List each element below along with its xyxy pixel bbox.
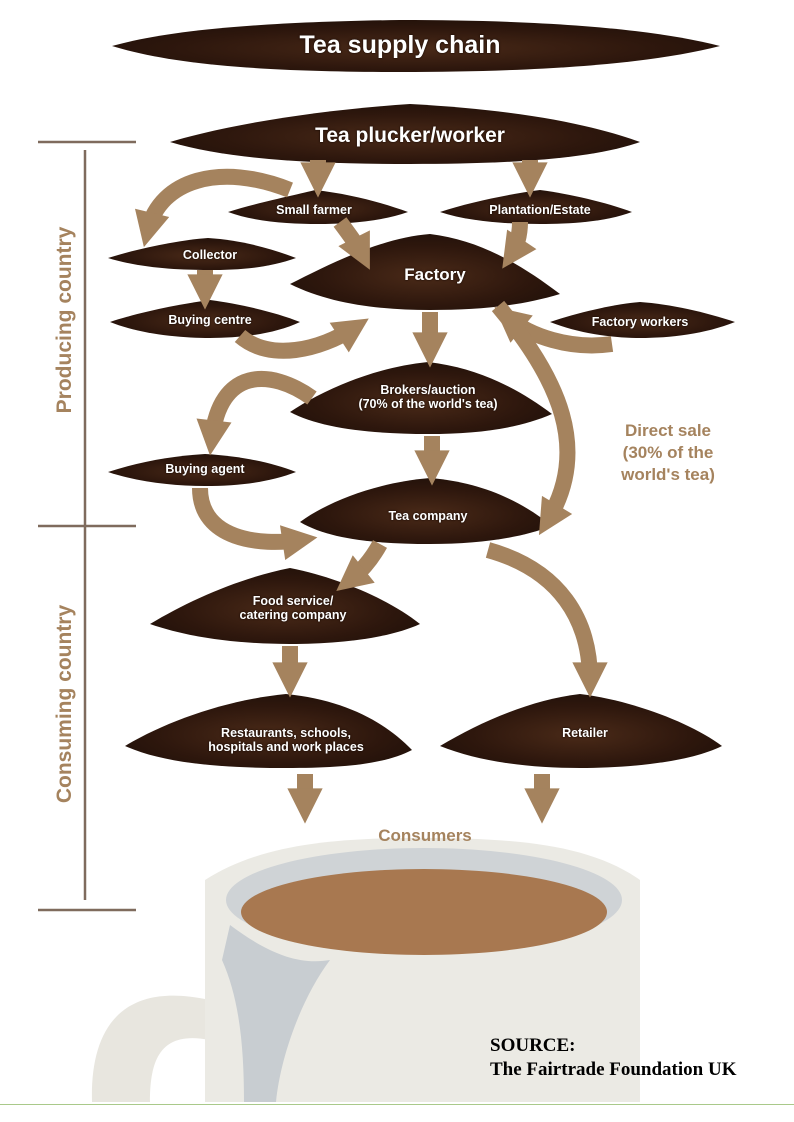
arrow-direct-sale — [491, 300, 576, 536]
flow-arrows — [135, 160, 614, 824]
heap-restaurants — [125, 694, 412, 768]
node-food-service: Food service/ catering company — [239, 594, 347, 623]
heap-tea-company — [300, 478, 552, 544]
node-restaurants: Restaurants, schools, hospitals and work… — [208, 726, 364, 755]
arrow-plantation-to-factory — [502, 221, 537, 269]
arrow-plucker-loop-to-collector — [135, 168, 293, 248]
diagram-title: Tea supply chain — [299, 31, 501, 59]
consumers-label: Consumers — [378, 826, 472, 845]
arrow-small-farmer-to-factory — [333, 217, 370, 270]
node-buying-agent: Buying agent — [165, 462, 245, 476]
source-name: The Fairtrade Foundation UK — [490, 1058, 737, 1080]
node-retailer: Retailer — [562, 726, 608, 740]
arrow-buying-centre-to-factory — [234, 318, 369, 359]
heap-plucker — [170, 104, 640, 164]
producing-country-label: Producing country — [53, 226, 76, 414]
consuming-country-label: Consuming country — [53, 604, 76, 804]
node-buying-centre: Buying centre — [168, 313, 252, 327]
node-brokers-note: (70% of the world's tea) — [358, 397, 498, 412]
heap-plantation — [440, 190, 632, 224]
direct-sale-label: Direct sale (30% of the world's tea) — [621, 421, 715, 485]
heap-buying-agent — [108, 454, 296, 486]
heap-factory-workers — [550, 302, 735, 338]
node-tea-company: Tea company — [388, 509, 468, 523]
heap-small-farmer — [228, 190, 408, 224]
node-factory: Factory — [404, 265, 466, 284]
node-small-farmer: Small farmer — [276, 203, 352, 217]
node-collector: Collector — [182, 248, 238, 262]
heap-buying-centre — [110, 300, 300, 338]
node-factory-workers: Factory workers — [591, 315, 689, 329]
bottom-divider — [0, 1104, 794, 1105]
node-tea-plucker: Tea plucker/worker — [315, 124, 505, 147]
tea-heaps — [108, 20, 735, 768]
tea-mug — [91, 838, 640, 1102]
side-brackets — [38, 140, 136, 912]
source-heading: SOURCE: — [490, 1035, 576, 1056]
arrow-brokers-loop-to-buying-agent — [196, 371, 317, 456]
node-brokers-title: Brokers/auction — [380, 383, 476, 397]
heap-retailer — [440, 694, 722, 768]
arrow-tea-company-to-food-service — [336, 540, 387, 591]
node-plantation: Plantation/Estate — [489, 203, 591, 217]
source-credit: SOURCE: The Fairtrade Foundation UK — [490, 1034, 736, 1082]
heap-brokers — [290, 362, 552, 434]
arrow-tea-company-to-retailer — [485, 542, 608, 698]
node-brokers: Brokers/auction (70% of the world's tea) — [338, 383, 518, 412]
heap-title — [112, 20, 720, 72]
arrow-buying-agent-to-tea-company — [192, 487, 318, 561]
